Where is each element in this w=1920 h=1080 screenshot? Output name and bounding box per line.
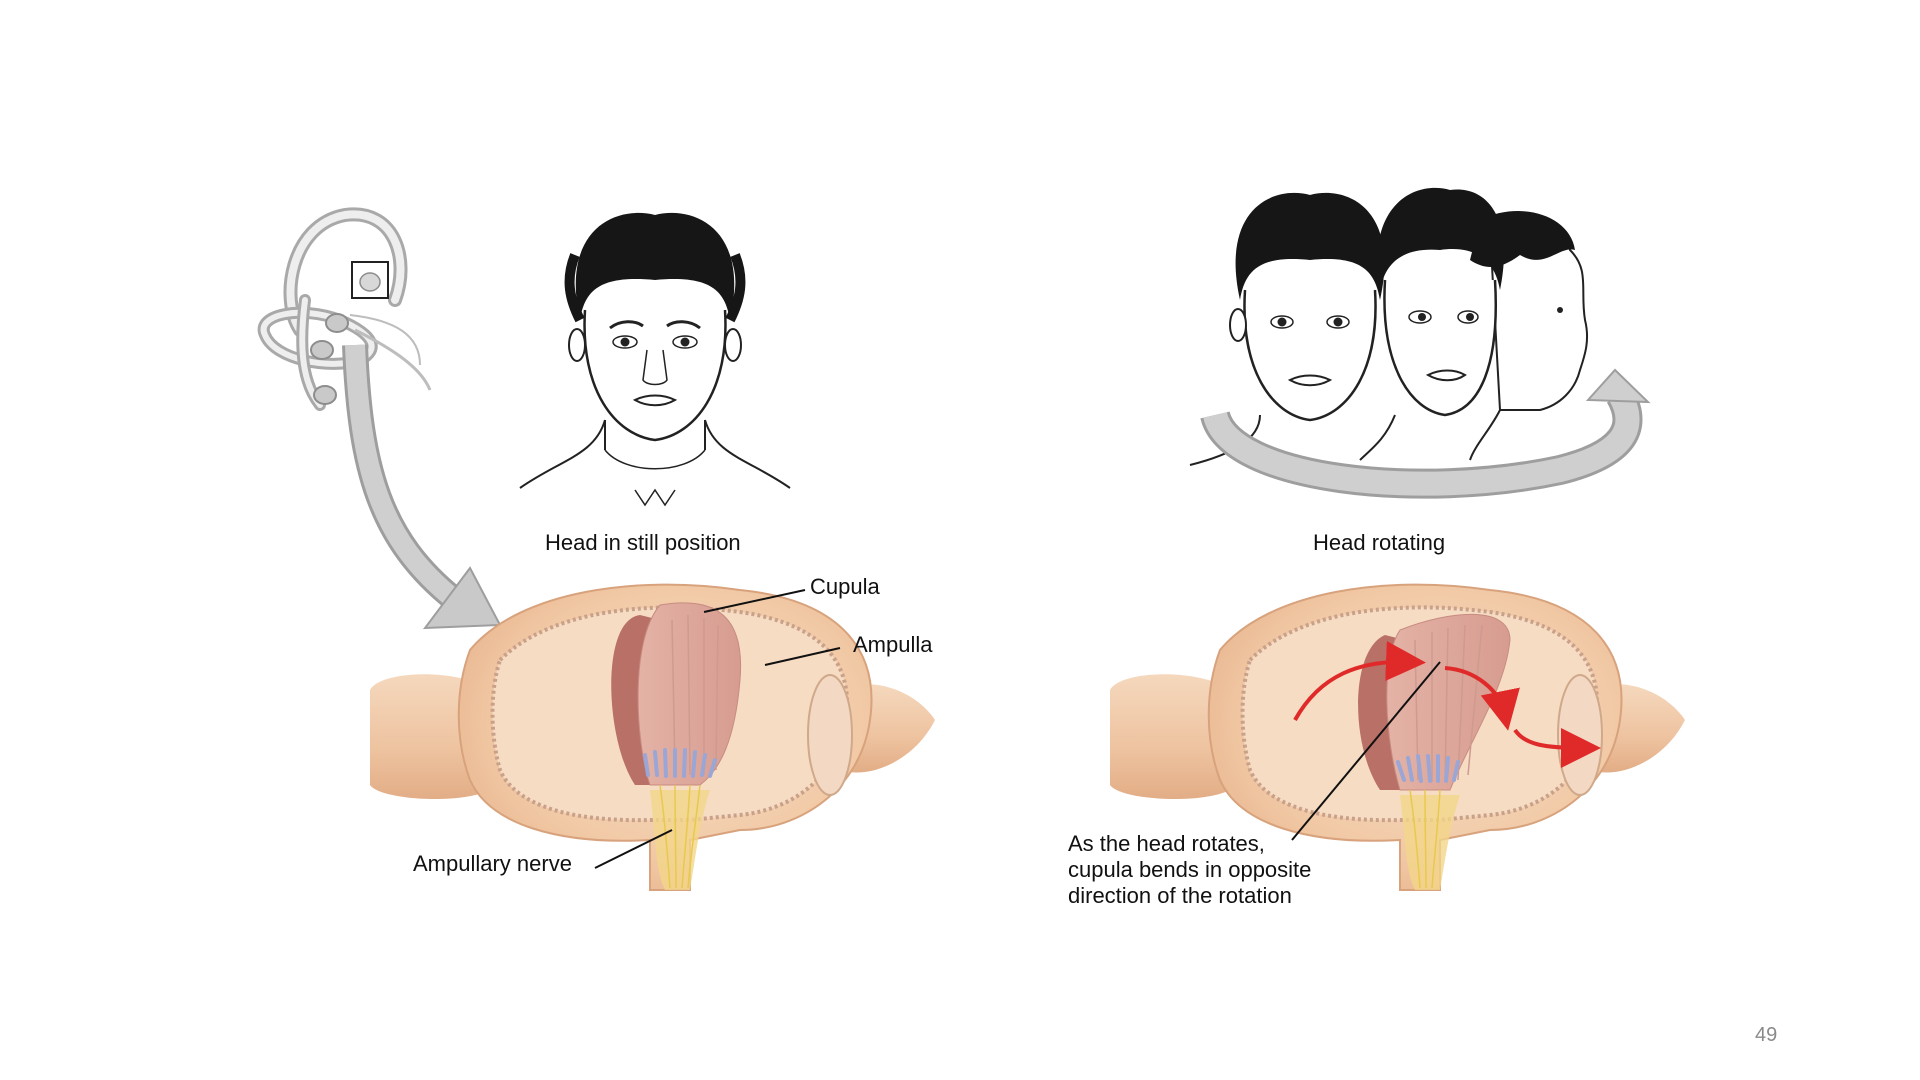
head-still-illustration bbox=[519, 212, 791, 507]
cupula-bend-arrow bbox=[1444, 666, 1520, 731]
ampullary-nerve-fibers-right bbox=[1409, 789, 1441, 889]
zoom-arrow bbox=[342, 344, 502, 630]
label-head-rotating: Head rotating bbox=[1313, 530, 1446, 555]
hair-cells bbox=[643, 748, 717, 778]
inner-ear-illustration bbox=[257, 207, 432, 411]
zoom-box bbox=[351, 261, 389, 299]
ampulla-rotating bbox=[1110, 583, 1685, 891]
label-rotation-caption: As the head rotates, cupula bends in opp… bbox=[1068, 831, 1368, 909]
label-cupula: Cupula bbox=[810, 574, 880, 599]
head-rotating-illustration bbox=[1189, 187, 1651, 499]
rotation-caption-line3: direction of the rotation bbox=[1068, 883, 1292, 908]
rotation-caption-line1: As the head rotates, bbox=[1068, 831, 1265, 856]
rotation-caption-line2: cupula bends in opposite bbox=[1068, 857, 1312, 882]
endolymph-flow-arrow bbox=[1293, 641, 1426, 721]
label-ampulla: Ampulla bbox=[853, 632, 933, 657]
ampullary-nerve-fibers bbox=[659, 784, 701, 889]
ampulla-still bbox=[370, 583, 935, 891]
hair-cells-bent bbox=[1396, 754, 1460, 783]
label-head-still: Head in still position bbox=[545, 530, 741, 555]
flow-direction-arrow bbox=[1513, 727, 1601, 768]
label-ampullary-nerve: Ampullary nerve bbox=[413, 851, 572, 876]
page-number: 49 bbox=[1755, 1024, 1778, 1046]
